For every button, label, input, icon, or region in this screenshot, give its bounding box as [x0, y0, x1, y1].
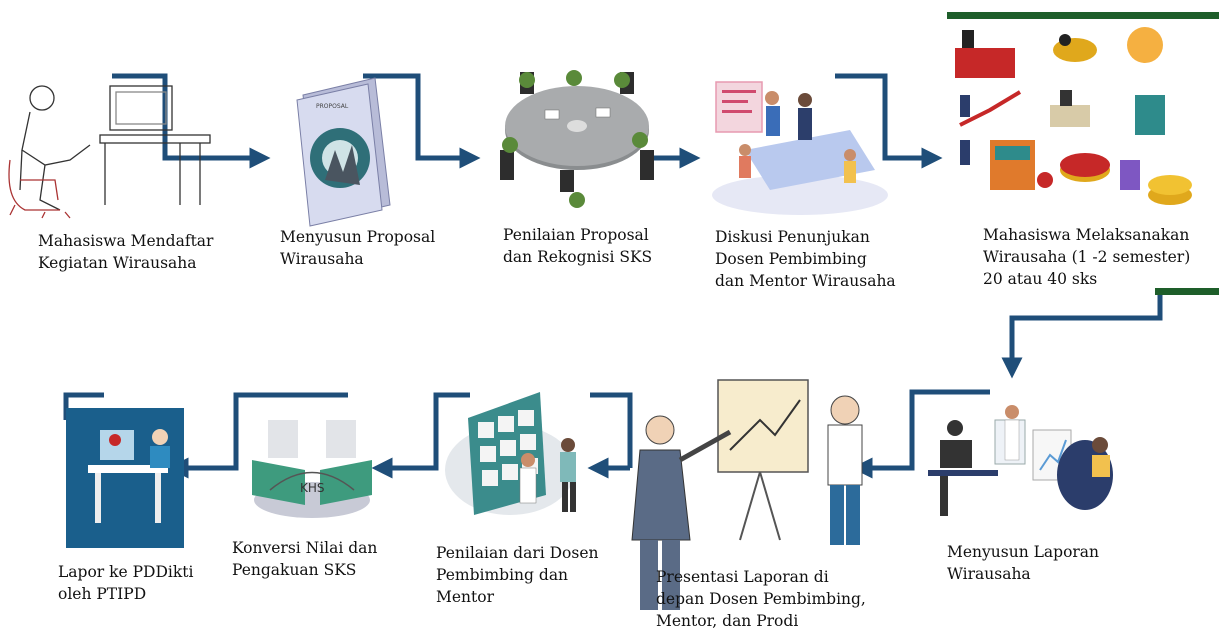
connector-4-5	[835, 73, 943, 169]
team-discussion-icon	[712, 81, 888, 215]
connector-2-3	[363, 73, 481, 169]
step-1-caption: Mahasiswa Mendaftar Kegiatan Wirausaha	[38, 232, 214, 272]
connector-8-9	[371, 392, 470, 479]
step-6-caption: Menyusun Laporan Wirausaha	[947, 543, 1100, 583]
business-collage-icon	[955, 27, 1192, 205]
step-8-caption: Penilaian dari Dosen Pembimbing dan Ment…	[436, 544, 599, 606]
presentation-icon	[631, 379, 863, 610]
connector-6-7	[851, 389, 990, 479]
step-4-caption: Diskusi Penunjukan Dosen Pembimbing dan …	[715, 228, 896, 290]
step-5-caption: Mahasiswa Melaksanakan Wirausaha (1 -2 s…	[983, 226, 1191, 288]
office-report-icon	[928, 405, 1113, 516]
proposal-text: PROPOSAL	[316, 103, 349, 110]
step-3-caption: Penilaian Proposal dan Rekognisi SKS	[503, 226, 653, 266]
step-2-caption: Menyusun Proposal Wirausaha	[280, 228, 436, 268]
step-7-caption: Presentasi Laporan di depan Dosen Pembim…	[656, 568, 866, 630]
step-10-caption: Lapor ke PDDikti oleh PTIPD	[58, 563, 194, 603]
student-desk-icon	[8, 85, 211, 219]
connector-5-6	[1001, 295, 1163, 379]
step-9-caption: Konversi Nilai dan Pengakuan SKS	[232, 539, 378, 579]
proposal-document-icon: PROPOSAL	[296, 77, 391, 227]
connector-7-8	[587, 392, 633, 479]
round-table-meeting-icon	[500, 70, 654, 208]
green-top-bar	[947, 12, 1219, 19]
khs-label: KHS	[300, 481, 325, 495]
connector-1-2	[112, 73, 271, 169]
evaluation-board-icon	[445, 392, 576, 515]
green-mid-bar	[1155, 288, 1219, 295]
connector-9-10	[167, 392, 348, 479]
khs-folders-icon: KHS	[252, 420, 372, 518]
report-desk-icon	[66, 408, 184, 548]
